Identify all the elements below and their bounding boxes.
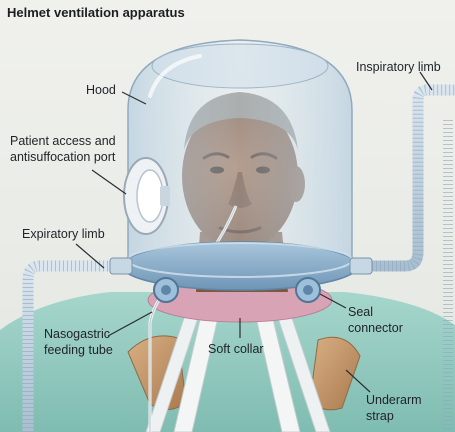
label-seal-connector-1: Seal (348, 305, 373, 320)
label-hood: Hood (86, 83, 116, 98)
inspiratory-port (350, 258, 372, 274)
label-expiratory-limb: Expiratory limb (22, 227, 105, 242)
label-nasogastric-2: feeding tube (44, 343, 113, 358)
label-seal-connector-2: connector (348, 321, 403, 336)
label-patient-access-2: antisuffocation port (10, 150, 115, 165)
inspiratory-limb-tube (352, 90, 455, 266)
expiratory-port (110, 258, 132, 274)
label-nasogastric-1: Nasogastric (44, 327, 110, 342)
label-underarm-strap-1: Underarm (366, 393, 422, 408)
hood-top (152, 44, 328, 88)
label-patient-access-1: Patient access and (10, 134, 116, 149)
label-soft-collar: Soft collar (208, 342, 264, 357)
label-underarm-strap-2: strap (366, 409, 394, 424)
label-inspiratory-limb: Inspiratory limb (356, 60, 441, 75)
